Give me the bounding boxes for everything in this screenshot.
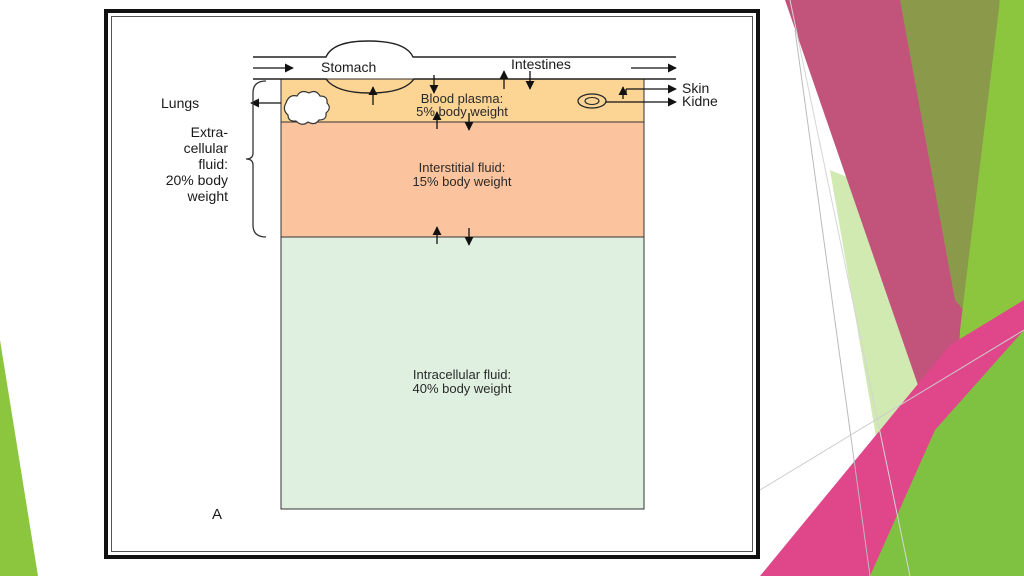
extracellular-label-line-1: Extra- [191,124,229,140]
skin-label: Skin [682,80,709,96]
right-bright-green-shape [870,330,1024,576]
intestines-label: Intestines [511,56,571,72]
gi-tract-line-top [253,40,676,58]
blood-plasma-label-line-2: 5% body weight [416,104,508,119]
interstitial-compartment [280,121,645,238]
intracellular-label-line-1: Intracellular fluid: [413,367,511,382]
interstitial-label-line-1: Interstitial fluid: [419,160,506,175]
kidney-symbol-outer [577,93,607,109]
intracellular-compartment [280,236,645,510]
extracellular-brace [245,80,267,238]
extracellular-label-line-3: fluid: [198,156,228,172]
blood-plasma-label-line-1: Blood plasma: [421,91,503,106]
extracellular-label-line-4: 20% body [166,172,228,188]
diagram-frame: Stomach Intestines Skin Kidne Lungs Extr… [104,9,760,559]
extracellular-label-line-2: cellular [184,140,229,156]
figure-letter: A [212,506,222,523]
kidneys-label: Kidne [682,93,718,109]
extracellular-label-line-5: weight [187,188,229,204]
deco-line-1 [794,29,871,576]
lungs-cloud-icon [283,90,330,125]
kidney-symbol-inner [584,96,600,106]
intracellular-label-line-2: 40% body weight [412,381,511,396]
body-fluid-diagram: Stomach Intestines Skin Kidne Lungs Extr… [161,40,718,523]
interstitial-label-line-2: 15% body weight [412,174,511,189]
stomach-label: Stomach [321,59,376,75]
deco-line-2 [759,329,1024,491]
diagram-inner-border [111,16,753,552]
left-green-triangle [0,340,38,576]
deco-line-3 [789,0,911,576]
lungs-label: Lungs [161,95,199,111]
